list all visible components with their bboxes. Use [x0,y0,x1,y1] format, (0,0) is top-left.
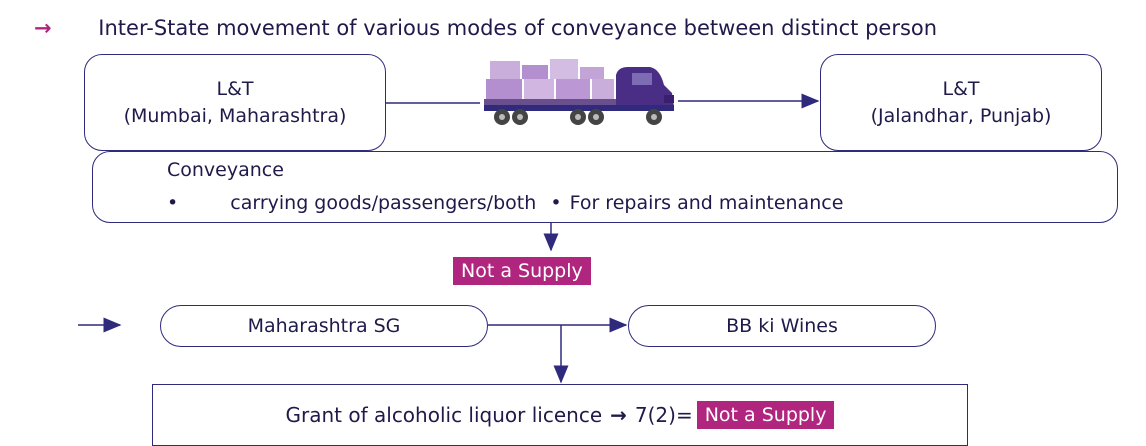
bullet-1: • [167,192,179,214]
not-a-supply-label-1: Not a Supply [453,257,591,285]
grant-not-a-supply-badge: Not a Supply [696,401,835,429]
heading-text: Inter-State movement of various modes of… [98,16,938,40]
conveyance-item-1: carrying goods/passengers/both [230,192,537,214]
node-maharashtra-sg-label: Maharashtra SG [247,315,401,337]
node-maharashtra-sg: Maharashtra SG [160,305,488,347]
grant-text: Grant of alcoholic liquor licence [285,403,603,427]
node-lt-mumbai-line2: (Mumbai, Maharashtra) [123,104,347,127]
not-a-supply-badge-1: Not a Supply [453,257,591,285]
node-lt-jalandhar-line2: (Jalandhar, Punjab) [870,104,1052,127]
truck-icon [482,55,678,131]
heading-row: → Inter-State movement of various modes … [34,16,937,40]
conveyance-item-2: For repairs and maintenance [569,192,844,214]
node-lt-mumbai-line1: L&T [216,77,254,100]
conveyance-title: Conveyance [167,159,284,181]
node-bb-wines: BB ki Wines [628,305,936,347]
node-lt-jalandhar: L&T (Jalandhar, Punjab) [820,54,1102,151]
node-lt-jalandhar-line1: L&T [942,77,980,100]
node-bb-wines-label: BB ki Wines [726,315,838,337]
conveyance-items: • carrying goods/passengers/both • For r… [167,192,843,214]
node-grant: Grant of alcoholic liquor licence → 7(2)… [152,384,968,446]
bullet-2: • [550,192,562,214]
node-lt-mumbai: L&T (Mumbai, Maharashtra) [84,54,386,151]
grant-section: 7(2)= [634,403,693,427]
node-conveyance: Conveyance • carrying goods/passengers/b… [92,151,1118,223]
heading-arrow-icon: → [34,16,52,40]
grant-arrow-icon: → [610,403,627,427]
